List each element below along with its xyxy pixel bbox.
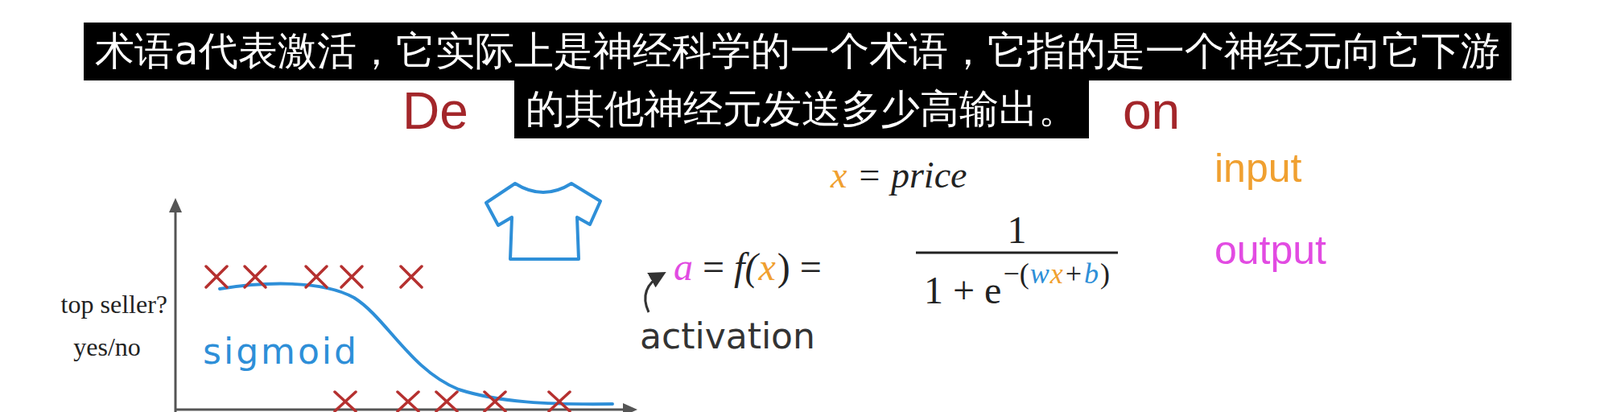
formula-exponent: −( <box>1002 259 1029 289</box>
y-axis-arrowhead <box>169 197 182 213</box>
data-point <box>334 391 356 412</box>
x-axis-arrowhead <box>622 403 638 412</box>
subtitle-text: 的其他神经元发送多少高输出。 <box>525 85 1078 134</box>
curve-label: sigmoid <box>202 334 359 370</box>
input-label: input <box>1214 148 1302 189</box>
activation-arrow <box>645 273 664 313</box>
subtitle-text: 术语a代表激活，它实际上是神经科学的一个术语，它指的是一个神经元向它下游 <box>94 27 1500 76</box>
formula-variable: a <box>673 247 693 287</box>
formula-numerator: 1 <box>1006 210 1027 250</box>
data-point <box>436 391 458 412</box>
formula-symbol: = <box>800 247 822 287</box>
formula-weight: w <box>1030 259 1050 289</box>
fraction-bar <box>915 251 1118 255</box>
formula-symbol: ) <box>777 247 791 287</box>
formula-symbol: = <box>702 247 725 287</box>
data-points-yes <box>206 266 422 288</box>
title-fragment: on <box>1122 85 1180 137</box>
data-point <box>206 266 227 288</box>
subtitle-box: 术语a代表激活，它实际上是神经科学的一个术语，它指的是一个神经元向它下游 <box>83 22 1511 81</box>
data-point <box>400 266 422 288</box>
formula-variable: x <box>830 156 847 194</box>
output-label: output <box>1214 230 1327 271</box>
axis-label: top seller? <box>61 291 168 318</box>
data-point <box>484 391 506 412</box>
axis-label: yes/no <box>73 334 141 360</box>
formula-symbol: ) <box>1100 259 1110 289</box>
activation-label: activation <box>639 318 816 355</box>
formula-symbol: + <box>1065 259 1082 289</box>
data-point <box>244 266 266 288</box>
title-fragment: De <box>402 85 469 137</box>
data-point <box>341 266 363 288</box>
subtitle-box: 的其他神经元发送多少高输出。 <box>514 80 1089 139</box>
tshirt-icon <box>486 183 601 260</box>
data-points-no <box>334 391 570 412</box>
formula-variable: x <box>1050 259 1064 289</box>
formula-symbol: f( <box>734 247 758 287</box>
data-point <box>548 391 570 412</box>
formula-variable: x <box>758 247 776 287</box>
formula-text: = price <box>856 156 967 194</box>
y-axis <box>174 207 178 412</box>
data-point <box>397 391 419 412</box>
formula-denominator: 1 + e <box>923 271 1002 310</box>
data-point <box>305 266 327 288</box>
formula-bias: b <box>1084 259 1099 289</box>
